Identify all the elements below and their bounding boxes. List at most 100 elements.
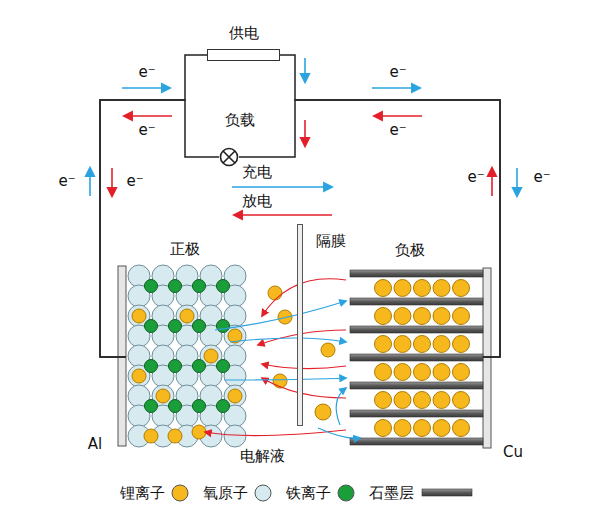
node-heading: 负极 (395, 242, 425, 259)
iron-ion (193, 360, 206, 373)
lithium-ion (394, 392, 411, 409)
iron-ion (145, 360, 158, 373)
diagram-label: e⁻ (533, 169, 550, 186)
flow-arrow (304, 120, 306, 146)
legend-entry: 锂离子 (120, 483, 191, 503)
lithium-ion (433, 420, 450, 437)
node-heading: 正极 (170, 241, 200, 258)
node-heading: 负载 (225, 112, 255, 129)
lithium-ion (414, 364, 431, 381)
iron-ion (169, 400, 182, 413)
graphite-layer (350, 382, 483, 389)
lithium-ion (394, 364, 411, 381)
ion-arrows (205, 279, 360, 439)
legend-swatch (169, 483, 191, 503)
iron-ion (217, 400, 230, 413)
lithium-ion (433, 336, 450, 353)
diagram-label: e⁻ (138, 122, 155, 139)
lithium-ion (375, 280, 392, 297)
iron-ion (217, 280, 230, 293)
flow-arrow (89, 168, 91, 196)
iron-ion (169, 280, 182, 293)
ion-arrow (262, 364, 346, 369)
graphite-layer (350, 298, 483, 305)
lithium-ion (375, 308, 392, 325)
ion-arrow (262, 378, 346, 398)
iron-ion (193, 400, 206, 413)
discharge-arrow (234, 214, 332, 216)
lithium-ion (375, 392, 392, 409)
lithium-ion (204, 349, 218, 363)
ion-arrow (215, 301, 346, 330)
diagram-label: 充电 (242, 164, 272, 181)
diagram-label: Cu (503, 444, 523, 461)
iron-ion (193, 320, 206, 333)
graphite-layer (350, 354, 483, 361)
flow-arrow (304, 58, 306, 82)
diagram-label: Al (88, 436, 102, 453)
lithium-ion (433, 308, 450, 325)
load-lamp: 负载 (219, 147, 239, 167)
legend-entry: 石墨层 (369, 483, 474, 503)
lamp-outline (221, 149, 238, 166)
lithium-ion (168, 429, 182, 443)
flow-arrow (491, 168, 493, 196)
lithium-ion (394, 336, 411, 353)
lithium-ion (394, 420, 411, 437)
lithium-ion (394, 308, 411, 325)
lithium-ion (414, 420, 431, 437)
lithium-ion (414, 392, 431, 409)
flow-arrow (124, 115, 172, 117)
lithium-ion (132, 369, 146, 383)
iron-ion (217, 360, 230, 373)
lithium-ion (414, 336, 431, 353)
lithium-ion (453, 364, 470, 381)
separator: 隔膜 (297, 224, 303, 426)
diagram-label: e⁻ (389, 122, 406, 139)
al-plate (118, 266, 126, 446)
ion-arrow (225, 378, 346, 380)
lithium-ion (192, 425, 206, 439)
lithium-ion (228, 389, 242, 403)
legend-entry: 氧原子 (203, 483, 274, 503)
legend-text: 锂离子 (120, 484, 165, 503)
flow-arrow (111, 168, 113, 196)
node-heading: 隔膜 (316, 233, 346, 250)
anode: 负极 (348, 265, 483, 448)
ion-arrow (230, 338, 346, 342)
lithium-ion (414, 280, 431, 297)
diagram-label: e⁻ (389, 64, 406, 81)
flow-arrow (516, 168, 518, 196)
legend-text: 氧原子 (203, 484, 248, 503)
wire (100, 100, 219, 357)
lithium-ion (273, 374, 287, 388)
legend-swatch (335, 483, 357, 503)
oxygen-atom (224, 425, 246, 447)
swatch-circle (172, 485, 188, 501)
diagram-label: e⁻ (126, 173, 143, 190)
lithium-ion (453, 420, 470, 437)
supply-box: 供电 (207, 49, 280, 61)
diagram-label: e⁻ (58, 173, 75, 190)
legend-text: 铁离子 (286, 484, 331, 503)
iron-ion (145, 280, 158, 293)
lithium-ion (315, 404, 331, 420)
lithium-ion (433, 280, 450, 297)
lithium-ion (453, 392, 470, 409)
cu-plate (483, 268, 491, 448)
anode-graphite (350, 270, 483, 445)
lithium-ion (180, 309, 194, 323)
lithium-ion (268, 286, 282, 300)
ion-arrow (336, 388, 346, 425)
charge-arrow (232, 186, 332, 188)
diagram-label: e⁻ (138, 64, 155, 81)
lamp-cross (223, 151, 235, 163)
cathode: 正极 (126, 262, 248, 448)
lithium-ion (433, 392, 450, 409)
legend-swatch (252, 483, 274, 503)
diagram-label: 电解液 (240, 448, 285, 465)
swatch-circle (338, 485, 354, 501)
iron-ion (169, 320, 182, 333)
lithium-ion (375, 420, 392, 437)
